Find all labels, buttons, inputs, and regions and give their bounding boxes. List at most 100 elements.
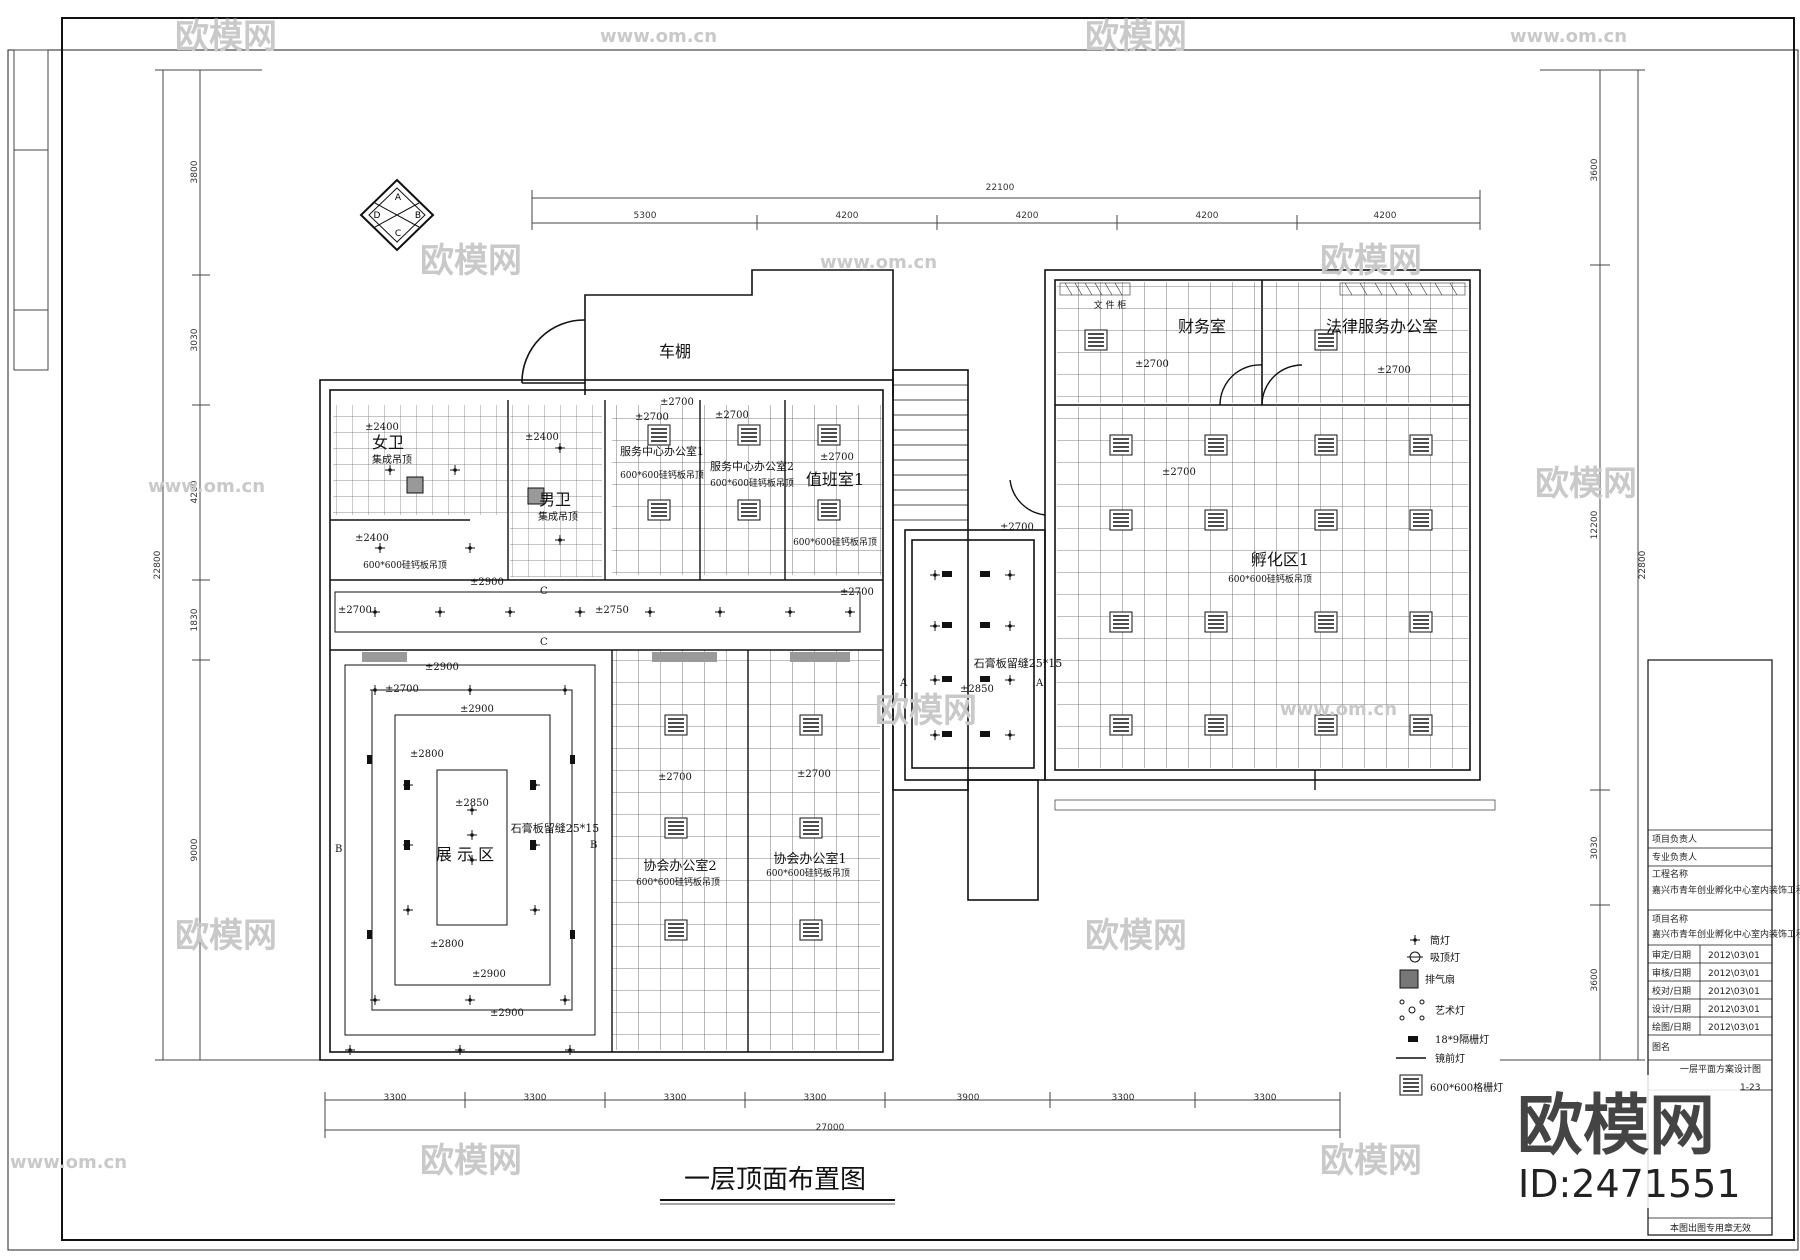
outer-border xyxy=(7,49,1799,1251)
grille-light xyxy=(647,499,671,521)
building-walls xyxy=(319,269,1481,1061)
tb-label: 校对/日期 xyxy=(1652,985,1691,997)
dim-right-2: 12200 xyxy=(1590,510,1600,539)
watermark-url: www.om.cn xyxy=(10,1152,127,1173)
grille-light xyxy=(1314,434,1338,456)
brand-id: ID:2471551 xyxy=(1518,1162,1741,1206)
brand-overlay: 欧模网 ID:2471551 xyxy=(1515,1075,1741,1208)
dim-top-5: 4200 xyxy=(1374,211,1397,221)
tb-label: 专业负责人 xyxy=(1652,851,1697,863)
grid-men-wc xyxy=(510,405,602,577)
note-women-wc-lower: 600*600硅钙板吊顶 xyxy=(363,559,447,571)
elev: ±2700 xyxy=(1000,522,1034,533)
dim-top-1: 5300 xyxy=(634,211,657,221)
legend-exhaust-fan: 排气扇 xyxy=(1425,973,1455,986)
grille-light xyxy=(817,424,841,446)
title-block: 项目负责人 专业负责人 工程名称 嘉兴市青年创业孵化中心室内装饰工程 项目名称 … xyxy=(1647,659,1800,1236)
elev: ±2900 xyxy=(472,969,506,980)
grille-light xyxy=(1109,714,1133,736)
grille-light xyxy=(1084,329,1108,351)
grid-incubation xyxy=(1057,407,1468,768)
tb-label: 设计/日期 xyxy=(1652,1003,1691,1015)
dim-top-3: 4200 xyxy=(1016,211,1039,221)
elev: ±2400 xyxy=(365,422,399,433)
tb-label: 图名 xyxy=(1652,1041,1670,1053)
elev: ±2700 xyxy=(658,772,692,783)
tb-value: 嘉兴市青年创业孵化中心室内装饰工程 xyxy=(1652,928,1800,940)
elev: ±2700 xyxy=(820,452,854,463)
note-women-integrated: 集成吊顶 xyxy=(372,453,412,466)
tb-drawing-name: 一层平面方案设计图 xyxy=(1680,1063,1761,1075)
art-light-icon xyxy=(1399,999,1425,1021)
room-legal: 法律服务办公室 xyxy=(1326,317,1438,336)
lighting-legend: 筒灯 吸顶灯 排气扇 艺术灯 18*9隔栅灯 镜前灯 600*600格栅灯 xyxy=(1396,934,1503,1096)
section-mark-b: B xyxy=(335,844,342,855)
dim-bottom-5: 3900 xyxy=(957,1093,980,1103)
elev: ±2850 xyxy=(455,798,489,809)
section-mark-b: B xyxy=(590,840,597,851)
watermark-url: www.om.cn xyxy=(820,252,937,273)
grille-light xyxy=(1204,714,1228,736)
elev: ±2900 xyxy=(490,1008,524,1019)
room-women-wc: 女卫 xyxy=(372,433,404,452)
grid-assoc-offices xyxy=(612,650,880,1050)
downlight-icon xyxy=(1409,934,1421,946)
compass-b: B xyxy=(415,211,421,221)
grille-9-icon xyxy=(1408,1036,1418,1042)
grille-light xyxy=(664,919,688,941)
watermark-logo: 欧模网 xyxy=(175,916,277,956)
legend-grille-9: 18*9隔栅灯 xyxy=(1435,1033,1489,1046)
dim-right-4: 3600 xyxy=(1590,968,1600,991)
elev: ±2700 xyxy=(715,410,749,421)
grille-light xyxy=(1409,714,1433,736)
room-duty: 值班室1 xyxy=(806,470,864,489)
watermark-url: www.om.cn xyxy=(1280,699,1397,720)
dimension-lines xyxy=(155,69,1645,1138)
dim-left-2: 3030 xyxy=(190,328,200,351)
section-marks: C C A A B B xyxy=(335,586,1044,855)
note-men-integrated: 集成吊顶 xyxy=(538,510,578,523)
dim-top-total: 22100 xyxy=(986,183,1015,193)
legend-downlight: 筒灯 xyxy=(1430,934,1450,947)
tb-date: 2012\03\01 xyxy=(1708,969,1760,979)
file-cabinet-hatch xyxy=(1059,282,1466,296)
elev: ±2800 xyxy=(430,939,464,950)
dim-top-2: 4200 xyxy=(836,211,859,221)
exhaust-fans xyxy=(406,476,545,505)
dim-left-4: 1830 xyxy=(190,608,200,631)
note-duty: 600*600硅钙板吊顶 xyxy=(793,536,877,548)
room-service1: 服务中心办公室1 xyxy=(620,444,704,458)
tb-value: 嘉兴市青年创业孵化中心室内装饰工程 xyxy=(1652,884,1800,896)
grille-light xyxy=(799,817,823,839)
room-men-wc: 男卫 xyxy=(539,490,571,509)
watermark-logo: 欧模网 xyxy=(1535,464,1637,504)
section-mark-c: C xyxy=(540,586,548,597)
dim-right-total: 22800 xyxy=(1638,550,1648,579)
elev: ±2400 xyxy=(525,432,559,443)
elev: ±2900 xyxy=(425,662,459,673)
elev: ±2700 xyxy=(1377,365,1411,376)
dim-bottom-7: 3300 xyxy=(1254,1093,1277,1103)
note-gypsum-exhibit: 石膏板留缝25*15 xyxy=(511,821,600,835)
dim-bottom-4: 3300 xyxy=(804,1093,827,1103)
grille-light xyxy=(1109,434,1133,456)
grid-finance-legal xyxy=(1057,282,1468,403)
dim-bottom-3: 3300 xyxy=(664,1093,687,1103)
legend-grille-600: 600*600格栅灯 xyxy=(1430,1081,1503,1094)
room-exhibit: 展 示 区 xyxy=(436,845,494,864)
grille-light xyxy=(737,424,761,446)
grille-light xyxy=(1204,434,1228,456)
elev: ±2700 xyxy=(1162,467,1196,478)
grille-light xyxy=(737,499,761,521)
elev: ±2700 xyxy=(635,412,669,423)
grille-light xyxy=(799,714,823,736)
elev: ±2400 xyxy=(355,533,389,544)
elev: ±2900 xyxy=(470,577,504,588)
elev: ±2700 xyxy=(1135,359,1169,370)
compass-d: D xyxy=(374,211,381,221)
room-assoc2: 协会办公室2 xyxy=(643,858,716,874)
left-strip xyxy=(13,49,49,371)
watermark-logo: 欧模网 xyxy=(420,1141,522,1181)
legend-art-light: 艺术灯 xyxy=(1435,1005,1465,1017)
